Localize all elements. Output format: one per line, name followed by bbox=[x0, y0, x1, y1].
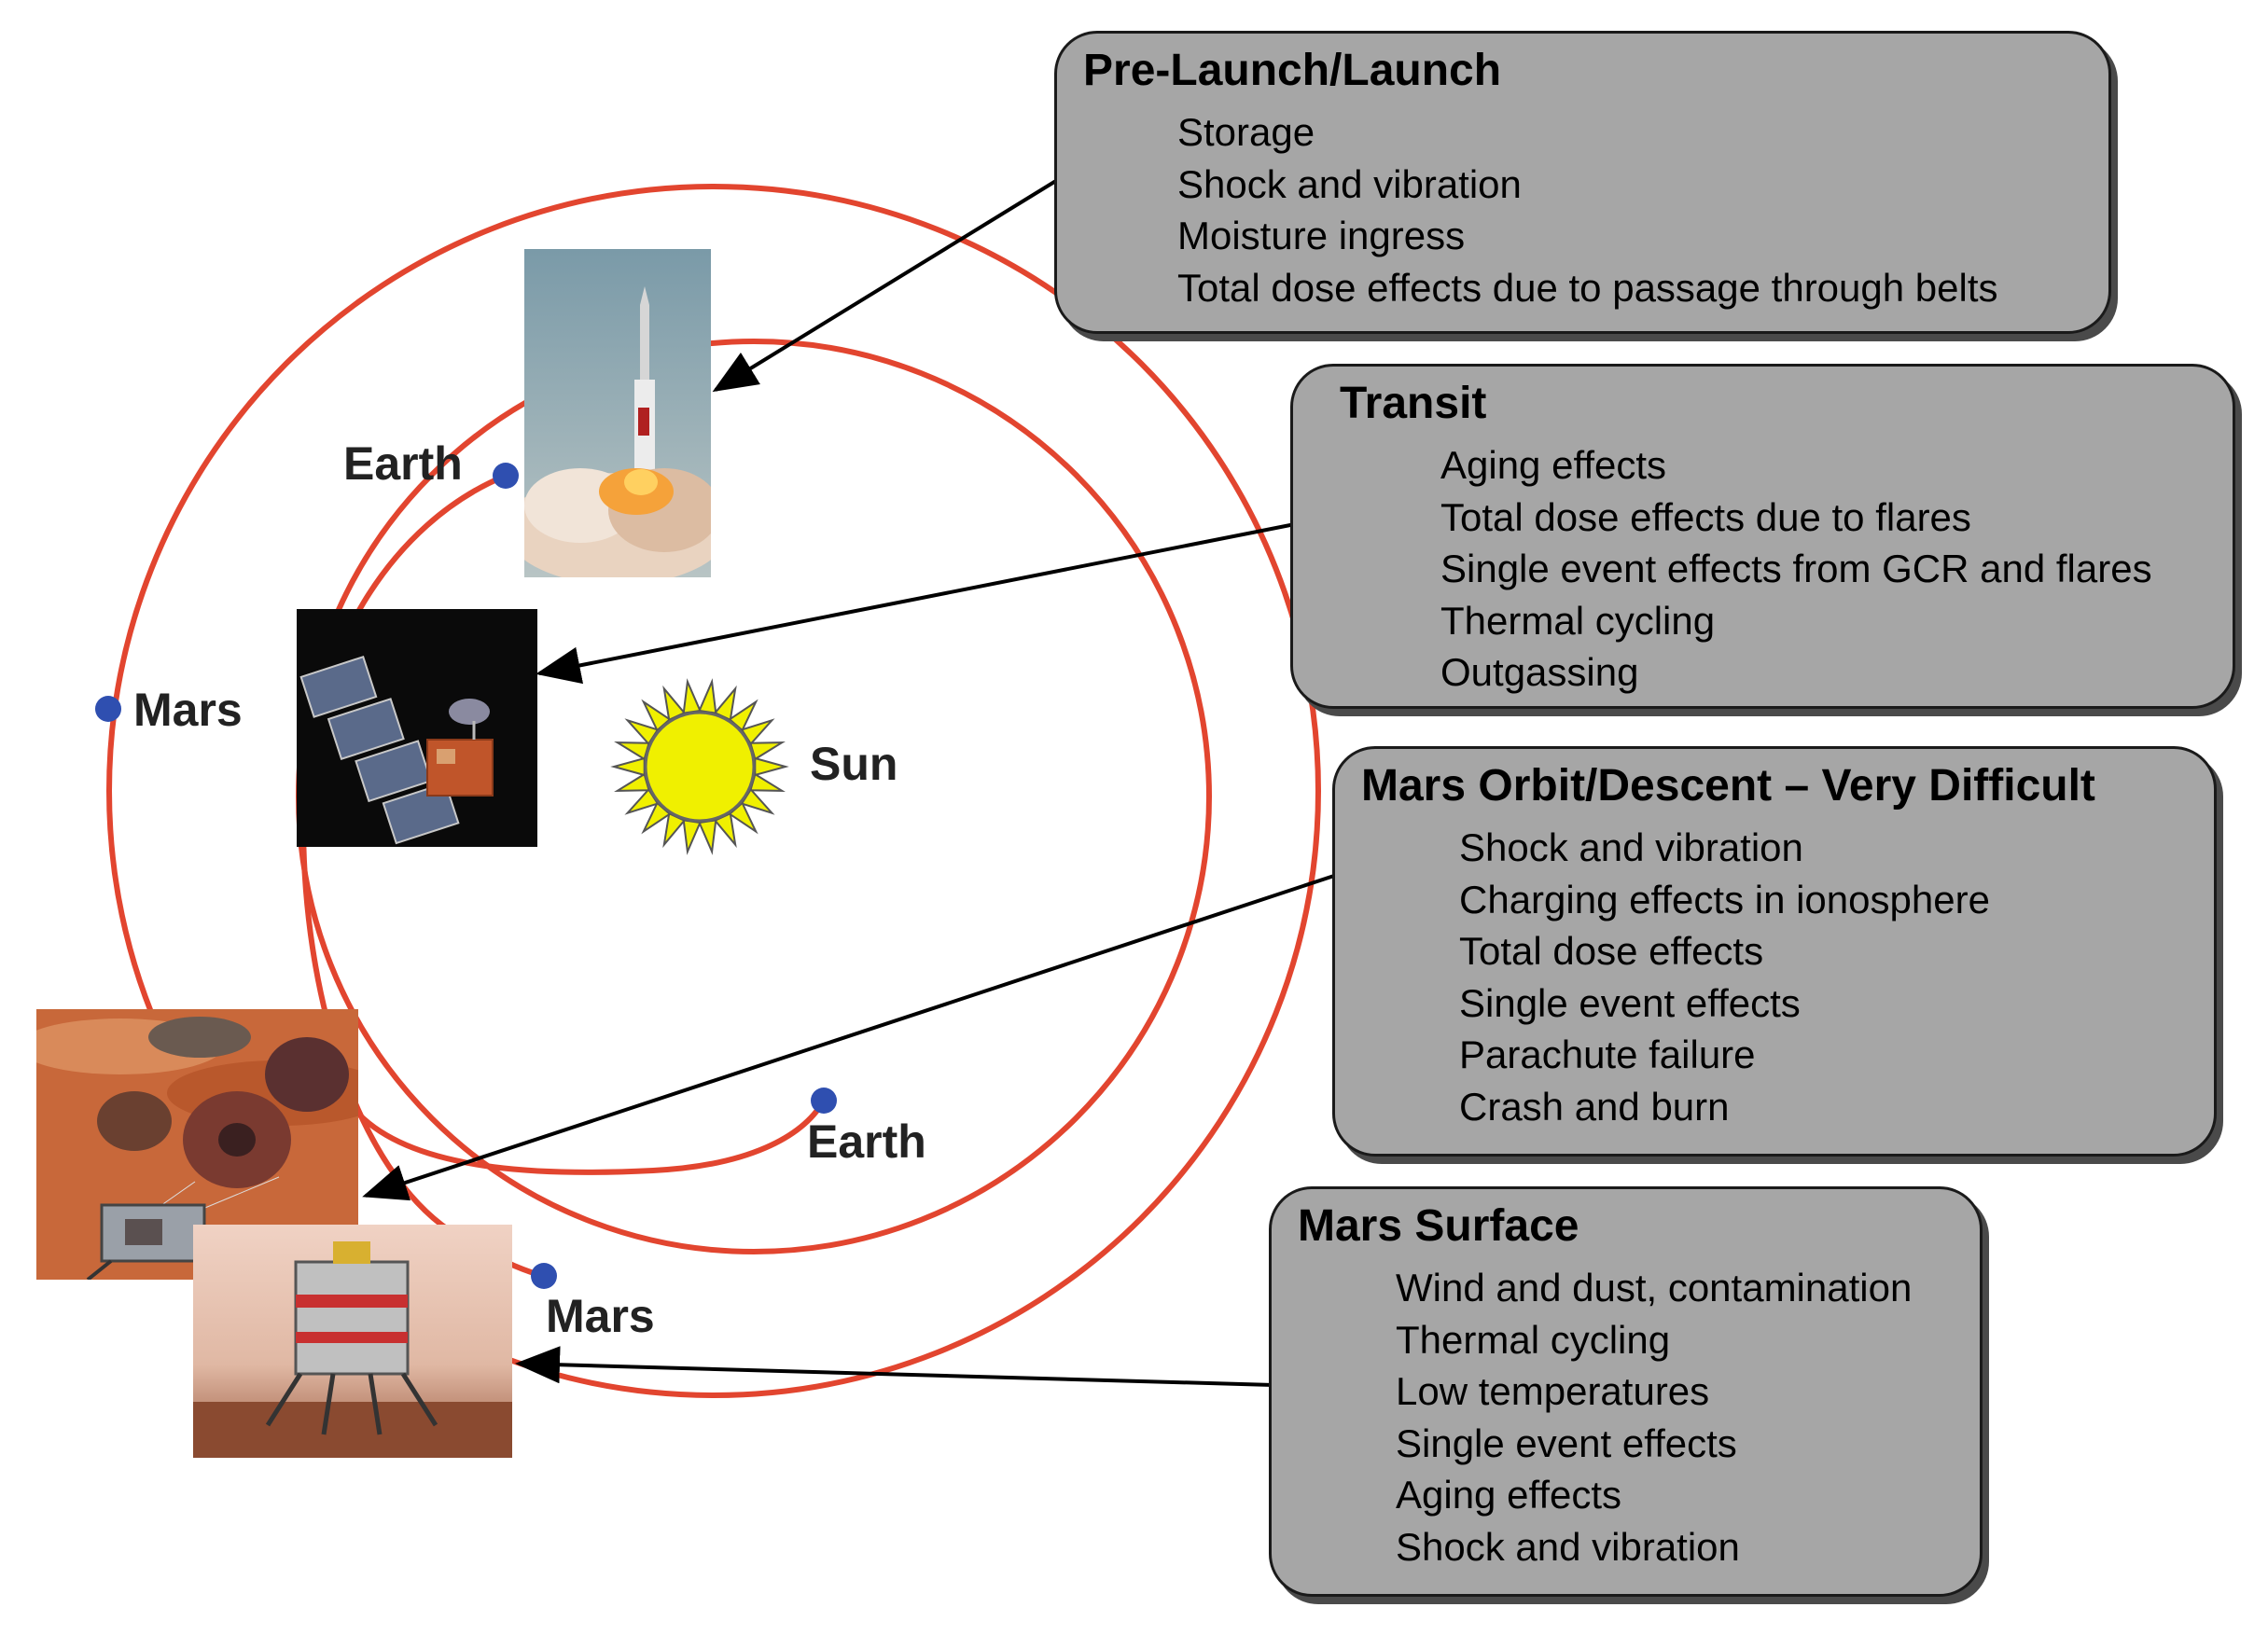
earth-end-dot bbox=[811, 1088, 837, 1114]
phase-items: Shock and vibration Charging effects in … bbox=[1459, 822, 1990, 1132]
phase-items: Aging effects Total dose effects due to … bbox=[1440, 439, 2152, 699]
phase-item: Wind and dust, contamination bbox=[1396, 1266, 1913, 1309]
sun-ray bbox=[754, 756, 789, 777]
transfer-trajectory-2 bbox=[356, 1099, 827, 1175]
phase-item: Outgassing bbox=[1440, 650, 1639, 694]
sun-ray bbox=[698, 678, 717, 714]
phase-item: Single event effects bbox=[1396, 1420, 1737, 1465]
label-earth-start: Earth bbox=[343, 437, 463, 490]
phase-item: Single event effects bbox=[1459, 980, 1801, 1025]
sun-ray bbox=[749, 741, 786, 761]
phase-box-prelaunch: Pre-Launch/Launch Storage Shock and vibr… bbox=[1054, 31, 2111, 334]
phase-item: Thermal cycling bbox=[1440, 598, 1716, 643]
phase-title: Mars Orbit/Descent – Very Difficult bbox=[1361, 761, 2095, 811]
sun-ray bbox=[682, 819, 702, 855]
phase-item: Shock and vibration bbox=[1177, 161, 1522, 206]
phase-item: Crash and burn bbox=[1459, 1084, 1730, 1129]
mars-start-dot bbox=[95, 696, 121, 722]
phase-item: Total dose effects due to passage throug… bbox=[1177, 265, 1998, 310]
phase-item: Aging effects bbox=[1396, 1473, 1622, 1517]
sun-icon bbox=[610, 678, 789, 855]
phase-item: Storage bbox=[1177, 110, 1315, 154]
phase-items: Storage Shock and vibration Moisture ing… bbox=[1177, 106, 1998, 313]
sun-ray bbox=[614, 772, 650, 792]
phase-item: Moisture ingress bbox=[1177, 214, 1466, 257]
sun-ray bbox=[698, 819, 717, 855]
sun-ray bbox=[749, 772, 786, 792]
phase-item: Total dose effects due to flares bbox=[1440, 494, 1971, 539]
phase-item: Low temperatures bbox=[1396, 1369, 1710, 1413]
sun-ray bbox=[682, 678, 702, 714]
phase-title: Pre-Launch/Launch bbox=[1083, 46, 1502, 95]
spacecraft-image bbox=[297, 609, 537, 847]
phase-item: Shock and vibration bbox=[1396, 1524, 1740, 1569]
arrow-transit bbox=[536, 522, 1296, 685]
phase-item: Thermal cycling bbox=[1396, 1317, 1671, 1362]
label-earth-end: Earth bbox=[807, 1115, 926, 1168]
label-mars-start: Mars bbox=[133, 684, 243, 736]
phase-box-transit: Transit Aging effects Total dose effects… bbox=[1290, 364, 2235, 709]
arrow-prelaunch bbox=[712, 177, 1061, 393]
phase-item: Aging effects bbox=[1440, 443, 1667, 487]
label-mars-end: Mars bbox=[546, 1290, 655, 1342]
phase-box-mars-surface: Mars Surface Wind and dust, contaminatio… bbox=[1269, 1186, 1983, 1597]
rocket-launch-image bbox=[524, 249, 711, 577]
phase-box-mars-orbit: Mars Orbit/Descent – Very Difficult Shoc… bbox=[1332, 746, 2217, 1157]
arrow-mars-surface bbox=[515, 1346, 1274, 1387]
phase-title: Transit bbox=[1340, 379, 1487, 428]
sun-ray bbox=[610, 756, 646, 777]
phase-item: Parachute failure bbox=[1459, 1032, 1756, 1076]
label-sun: Sun bbox=[810, 738, 898, 790]
phase-title: Mars Surface bbox=[1298, 1201, 1579, 1251]
mars-orbit bbox=[106, 184, 1321, 1398]
earth-start-dot bbox=[493, 463, 519, 489]
sun-ray bbox=[614, 741, 650, 761]
phase-item: Shock and vibration bbox=[1459, 825, 1803, 869]
phase-item: Single event effects from GCR and flares bbox=[1440, 547, 2152, 590]
mars-end-dot bbox=[531, 1263, 557, 1289]
phase-items: Wind and dust, contamination Thermal cyc… bbox=[1396, 1262, 1912, 1573]
arrow-mars-orbit bbox=[362, 873, 1338, 1201]
phase-item: Total dose effects bbox=[1459, 929, 1764, 973]
mars-lander-image bbox=[193, 1225, 512, 1458]
phase-item: Charging effects in ionosphere bbox=[1459, 877, 1990, 921]
